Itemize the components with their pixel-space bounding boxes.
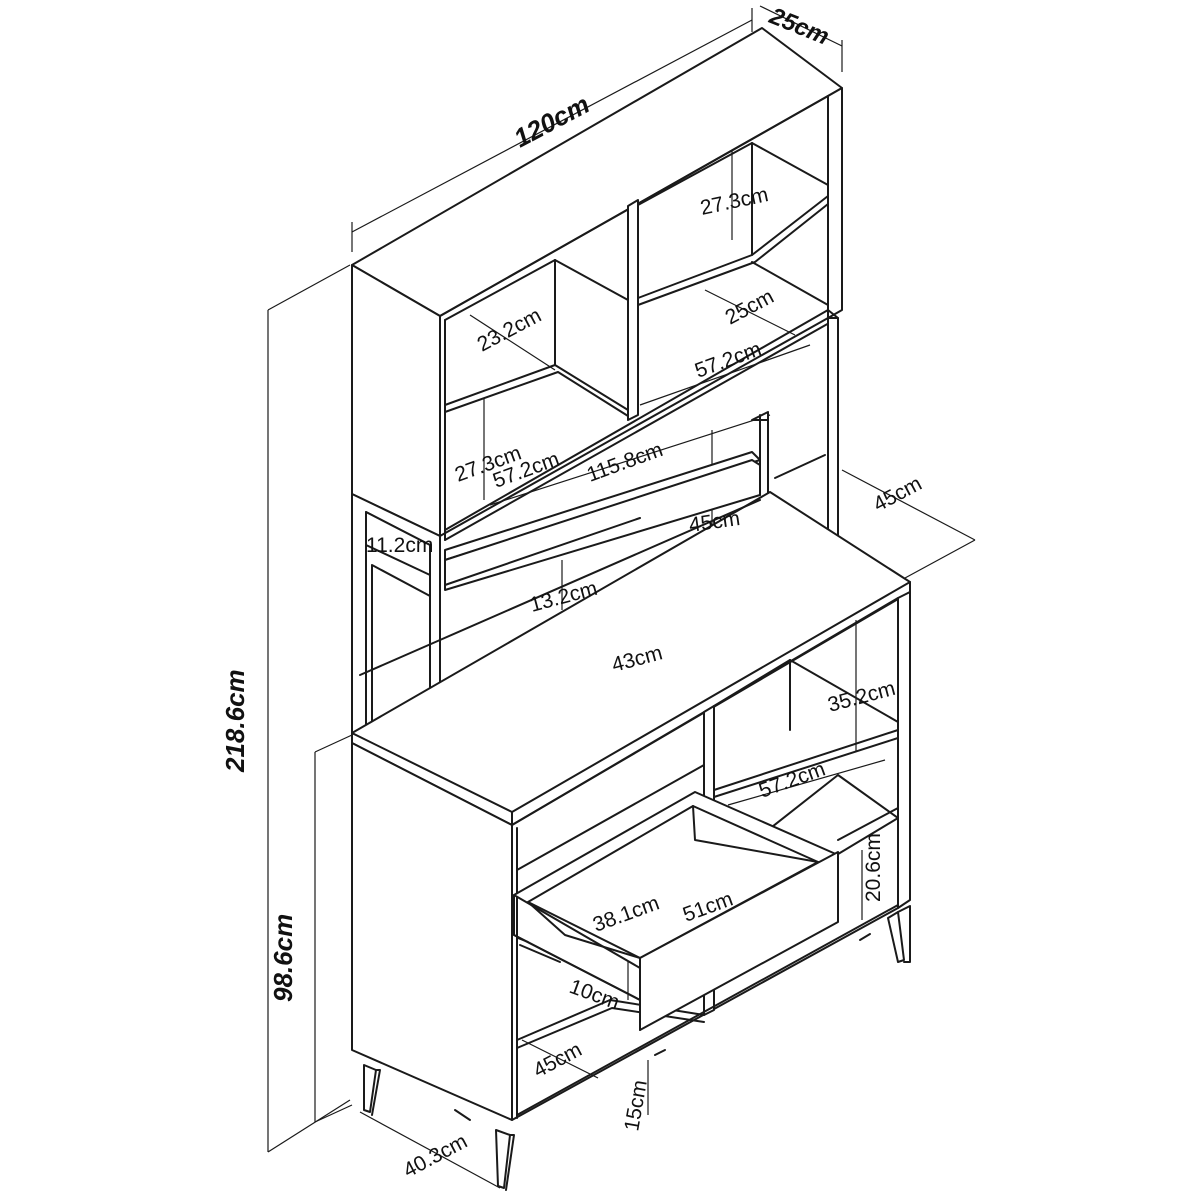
label-drawer-height: 10cm	[566, 975, 622, 1014]
label-bottom-depth: 45cm	[530, 1038, 586, 1082]
label-shelf-height-upper-right: 27.3cm	[698, 183, 770, 220]
cabinet-right-panel	[897, 591, 911, 909]
label-side-rail-height: 11.2cm	[366, 534, 433, 557]
label-total-height: 218.6cm	[220, 669, 250, 773]
leg-front-right	[495, 1129, 511, 1189]
front-rail	[444, 451, 761, 561]
label-lower-shelf-height: 20.6cm	[862, 833, 885, 902]
label-shelf-width-upper-right: 57.2cm	[692, 338, 765, 383]
drawer	[513, 791, 839, 1031]
label-base-depth-side: 40.3cm	[400, 1130, 472, 1183]
hutch-center-divider	[627, 199, 639, 421]
label-base-height: 98.6cm	[268, 914, 298, 1002]
middle-section	[444, 451, 761, 591]
legs	[363, 905, 911, 1191]
leg-back-right	[887, 911, 905, 963]
hutch-right-panel	[827, 87, 843, 319]
label-inner-width: 115.8cm	[584, 438, 666, 487]
label-shelf-depth-upper-left: 23.2cm	[474, 304, 546, 357]
label-leg-height: 15cm	[620, 1078, 652, 1133]
hutch-top-surface	[351, 27, 843, 317]
hutch-top	[351, 27, 843, 541]
leg-front-left	[363, 1064, 377, 1113]
left-side-rail	[365, 511, 431, 576]
label-cabinet-shelf-height: 35.2cm	[825, 677, 897, 717]
